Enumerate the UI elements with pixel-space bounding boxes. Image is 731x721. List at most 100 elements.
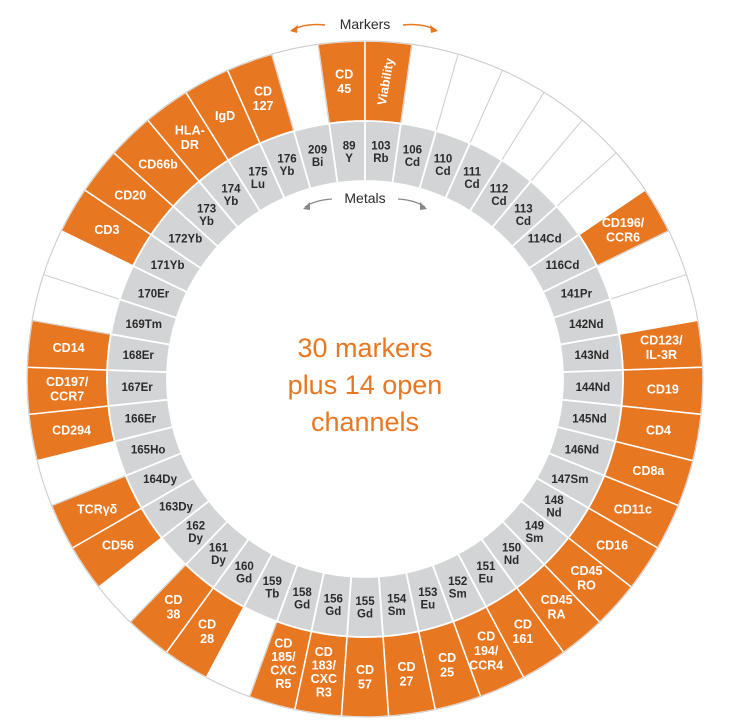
marker-label-line: CD294 [52, 424, 91, 438]
metal-label: 166Er [125, 414, 157, 426]
marker-label: CD16 [596, 539, 628, 553]
marker-label-line: CXC [270, 663, 296, 677]
center-line-3: channels [310, 407, 420, 437]
metal-label-line: Yb [280, 166, 295, 178]
marker-label: CD196/CCR6 [602, 216, 645, 245]
metals-arrowhead-left-icon [303, 202, 310, 210]
metal-label-line: Cd [516, 216, 531, 228]
marker-label-line: CCR4 [469, 659, 503, 673]
metal-label-line: 166Er [125, 414, 157, 426]
metal-label-line: 175 [248, 166, 268, 178]
marker-label-line: HLA- [175, 124, 205, 138]
metal-label: 167Er [121, 382, 153, 394]
metal-label-line: Lu [251, 179, 265, 191]
metal-label-line: Gd [325, 606, 341, 618]
metal-label-line: 173 [197, 204, 216, 216]
marker-label-line: 57 [358, 677, 372, 691]
marker-label-line: CD14 [53, 341, 85, 355]
metal-label-line: Rb [373, 153, 388, 165]
marker-label: CD197/CCR7 [46, 375, 89, 404]
marker-label-line: CD8a [632, 464, 665, 478]
metal-label-line: Sm [388, 606, 406, 618]
metal-label-line: Nd [504, 555, 519, 567]
marker-label: HLA-DR [175, 124, 205, 153]
marker-label: CD19 [647, 382, 679, 396]
metal-label-line: 149 [525, 520, 544, 532]
metal-label: 164Dy [143, 474, 177, 486]
metal-label-line: Yb [199, 216, 214, 228]
metal-cell [292, 122, 339, 190]
metal-label-line: 160 [235, 561, 254, 573]
marker-label-line: CD [356, 663, 374, 677]
metal-label-line: 174 [221, 183, 241, 195]
marker-label-line: CD66b [138, 158, 178, 172]
markers-arrowhead-left-icon [290, 25, 298, 33]
metal-label: 147Sm [551, 474, 588, 486]
marker-label-line: DR [181, 138, 199, 152]
metal-label-line: 176 [277, 154, 296, 166]
metal-label-line: 162 [186, 520, 205, 532]
metal-label-line: 154 [387, 594, 407, 606]
marker-label-line: 27 [400, 674, 414, 688]
marker-label: CD3 [94, 223, 119, 237]
marker-label-line: 45 [337, 82, 351, 96]
metal-label: 146Nd [565, 444, 600, 456]
marker-label-line: 161 [512, 632, 533, 646]
metal-label-line: 156 [324, 594, 343, 606]
marker-label-line: CD [477, 630, 495, 644]
marker-label-line: CD16 [596, 539, 628, 553]
metal-label-line: Dy [211, 555, 226, 567]
marker-label-line: CXC [311, 672, 337, 686]
metal-label-line: Eu [420, 599, 435, 611]
metal-label-line: 161 [209, 542, 229, 554]
metal-label-line: 152 [448, 576, 467, 588]
marker-label-line: CCR7 [50, 390, 84, 404]
metal-label-line: 209 [308, 145, 327, 157]
marker-label-line: CD45 [541, 593, 573, 607]
metal-label: 143Nd [574, 350, 609, 362]
marker-label-line: CD [254, 85, 272, 99]
marker-label: CD20 [114, 189, 146, 203]
marker-label-line: CD4 [646, 424, 671, 438]
metal-label-line: 106 [403, 145, 422, 157]
metal-label-line: 150 [502, 542, 521, 554]
metal-label-line: Cd [405, 157, 420, 169]
marker-label-line: 194/ [474, 644, 499, 658]
metals-label: Metals [344, 190, 385, 206]
metal-label-line: 143Nd [574, 350, 609, 362]
marker-label-line: CD45 [570, 564, 602, 578]
marker-label-line: CCR6 [606, 230, 640, 244]
metal-label-line: 153 [418, 587, 437, 599]
metal-label-line: Y [345, 153, 353, 165]
metal-label-line: Gd [236, 574, 252, 586]
metal-label-line: 172Yb [168, 234, 202, 246]
metal-label-line: Gd [357, 608, 373, 620]
marker-label-line: CD [315, 645, 333, 659]
metal-label-line: 164Dy [143, 474, 177, 486]
metal-label: 145Nd [572, 414, 607, 426]
marker-label-line: CD3 [94, 223, 119, 237]
marker-label-line: CD [335, 67, 353, 81]
marker-label-line: R5 [275, 677, 291, 691]
marker-label: CD294 [52, 424, 91, 438]
center-line-2: plus 14 open [287, 370, 443, 400]
marker-label-line: CD [438, 651, 456, 665]
metal-label-line: Nd [546, 508, 561, 520]
header-layer: Markers Metals [290, 16, 438, 210]
